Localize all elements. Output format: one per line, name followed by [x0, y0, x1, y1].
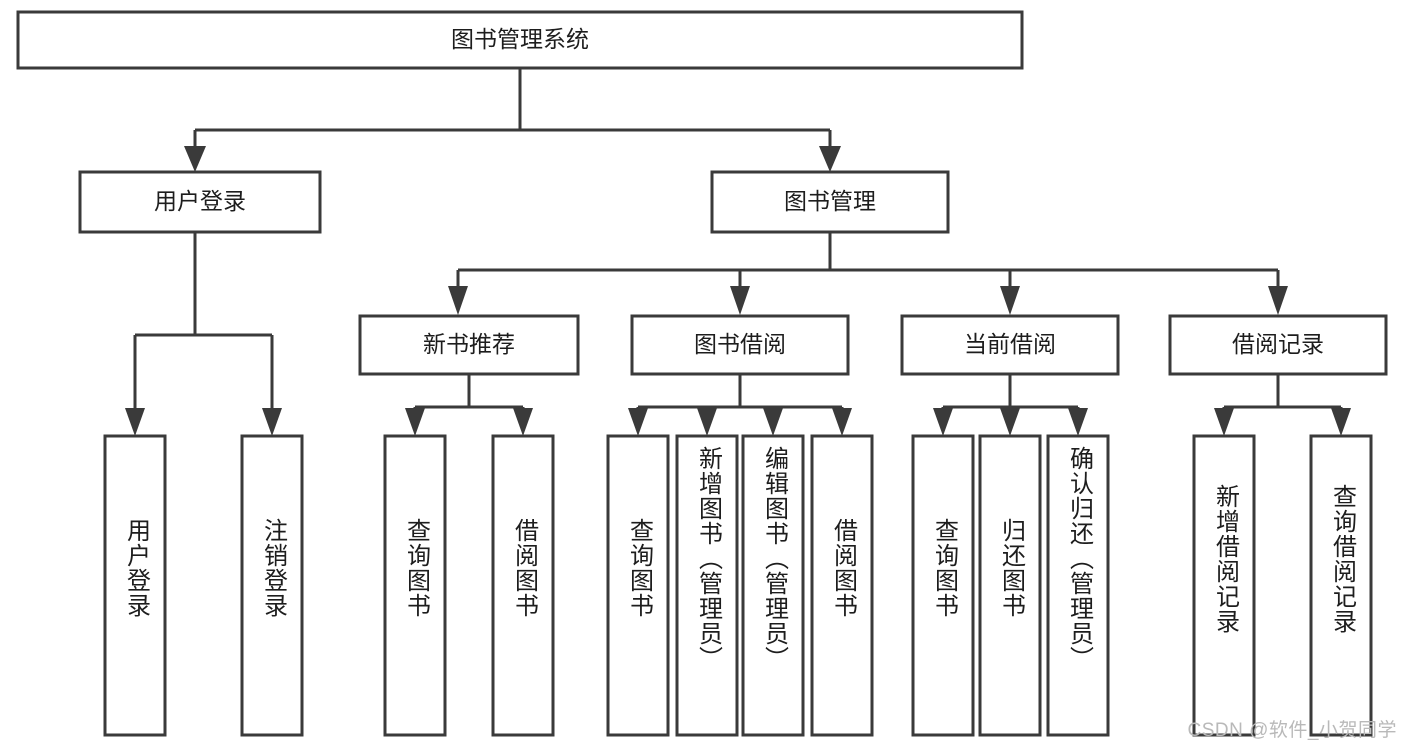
leaf-box-user-login-0[interactable] [103, 434, 167, 737]
connector-group-current-borrow [933, 375, 1088, 436]
arrow-head-leaf-br-0 [1214, 408, 1234, 436]
connector-group-root [184, 68, 841, 172]
node-root-system-box[interactable] [16, 10, 1024, 70]
arrow-head-leaf-bb-1 [697, 408, 717, 436]
leaf-box-book-borrow-2[interactable] [741, 434, 805, 737]
leaf-box-borrow-record-0[interactable] [1192, 434, 1256, 737]
leaf-box-current-borrow-1[interactable] [978, 434, 1042, 737]
arrow-head-leaf-user-login-1 [262, 408, 282, 436]
node-book-manage[interactable]: 图书管理 [710, 170, 950, 234]
node-new-book-recommend-label: 新书推荐 [423, 331, 515, 357]
arrow-head-leaf-cb-1 [1000, 408, 1020, 436]
arrow-head-leaf-bb-2 [763, 408, 783, 436]
node-current-borrow-box[interactable] [900, 314, 1120, 376]
connector-group-book-borrow [628, 375, 852, 436]
arrow-head-leaf-bb-0 [628, 408, 648, 436]
node-book-manage-label: 图书管理 [784, 188, 876, 214]
leaf-box-book-borrow-1[interactable] [675, 434, 739, 737]
node-borrow-record-box[interactable] [1168, 314, 1388, 376]
arrow-head-leaf-user-login-0 [125, 408, 145, 436]
node-book-borrow[interactable]: 图书借阅 [630, 314, 850, 376]
connector-group-borrow-record [1214, 375, 1351, 436]
leaf-box-book-borrow-3[interactable] [810, 434, 874, 737]
arrow-head-leaf-nbr-1 [513, 408, 533, 436]
arrow-head-user-login [184, 146, 206, 172]
node-root-system[interactable]: 图书管理系统 [16, 10, 1024, 70]
leaf-box-book-borrow-0[interactable] [606, 434, 670, 737]
node-user-login-label: 用户登录 [154, 188, 246, 214]
leaf-box-new-book-recommend-1[interactable] [491, 434, 555, 737]
arrow-head-leaf-nbr-0 [405, 408, 425, 436]
node-book-borrow-label: 图书借阅 [694, 331, 786, 357]
node-new-book-recommend[interactable]: 新书推荐 [358, 314, 580, 376]
node-book-borrow-box[interactable] [630, 314, 850, 376]
csdn-watermark: CSDN @软件_小贺同学 [1187, 720, 1397, 741]
arrow-head-leaf-br-1 [1331, 408, 1351, 436]
arrow-head-book-borrow [730, 286, 750, 315]
node-user-login[interactable]: 用户登录 [78, 170, 322, 234]
arrow-head-leaf-cb-0 [933, 408, 953, 436]
node-new-book-recommend-box[interactable] [358, 314, 580, 376]
node-current-borrow[interactable]: 当前借阅 [900, 314, 1120, 376]
node-borrow-record-label: 借阅记录 [1232, 331, 1324, 357]
connector-group-book-manage [448, 232, 1288, 315]
node-user-login-box[interactable] [78, 170, 322, 234]
leaf-box-current-borrow-2[interactable] [1046, 434, 1110, 737]
arrow-head-leaf-bb-3 [832, 408, 852, 436]
arrow-head-borrow-record [1268, 286, 1288, 315]
connector-group-user-login [125, 232, 282, 436]
connector-group-new-book-recommend [405, 375, 533, 436]
arrow-head-book-manage [819, 146, 841, 172]
leaf-box-borrow-record-1[interactable] [1309, 434, 1373, 737]
node-root-system-label: 图书管理系统 [451, 26, 589, 52]
node-borrow-record[interactable]: 借阅记录 [1168, 314, 1388, 376]
arrow-head-new-book-recommend [448, 286, 468, 315]
leaf-box-user-login-1[interactable] [240, 434, 304, 737]
leaf-box-new-book-recommend-0[interactable] [383, 434, 447, 737]
arrow-head-current-borrow [1000, 286, 1020, 315]
node-current-borrow-label: 当前借阅 [964, 331, 1056, 357]
arrow-head-leaf-cb-2 [1068, 408, 1088, 436]
node-book-manage-box[interactable] [710, 170, 950, 234]
leaf-box-current-borrow-0[interactable] [911, 434, 975, 737]
